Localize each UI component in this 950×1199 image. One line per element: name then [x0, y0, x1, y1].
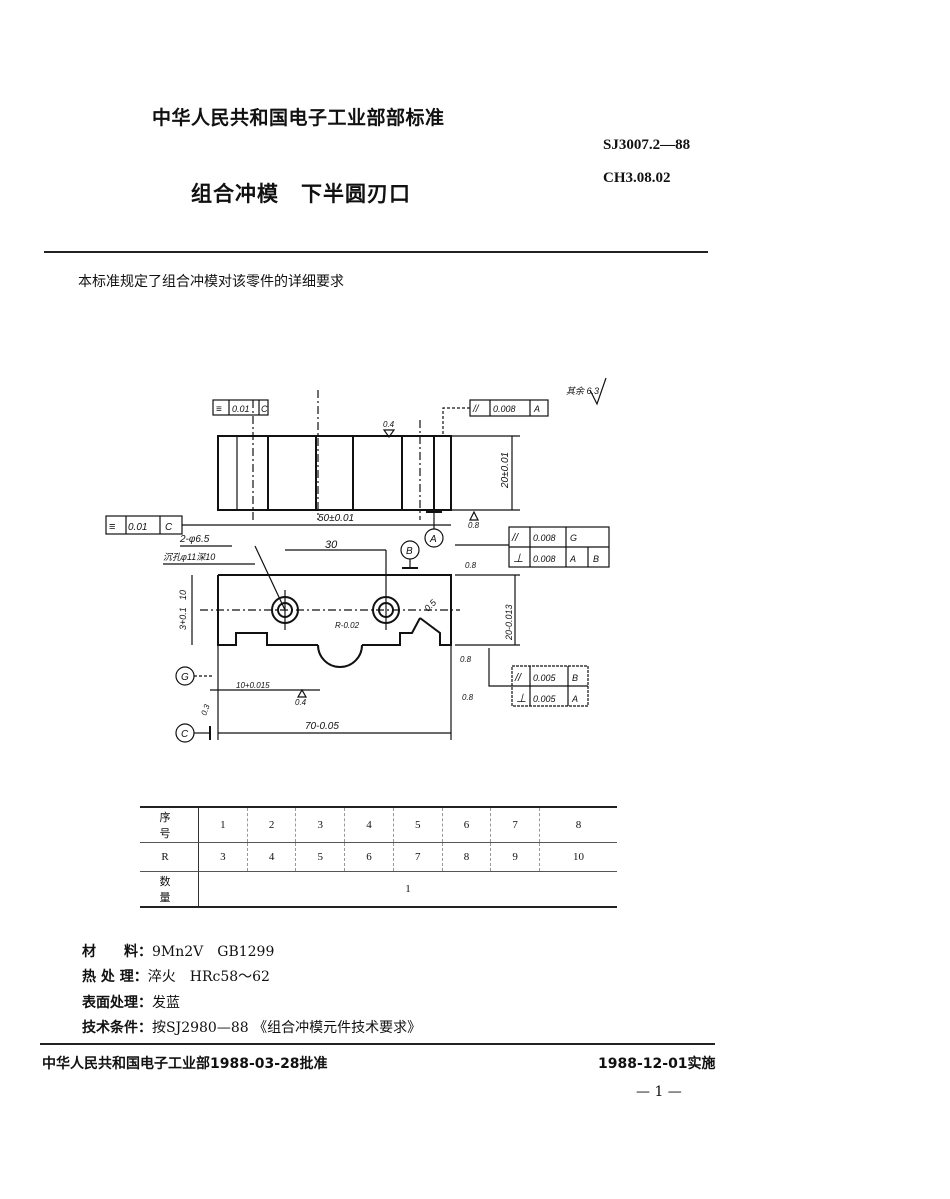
table-cell: 7: [490, 806, 540, 843]
svg-text:C: C: [261, 404, 268, 414]
svg-text://: //: [472, 404, 480, 415]
table-cell: 8: [539, 806, 617, 843]
svg-text:R-0.02: R-0.02: [335, 621, 360, 630]
svg-text:0.008: 0.008: [493, 404, 516, 414]
classification-code: CH3.08.02: [603, 170, 671, 186]
document-title: 组合冲模 下半圆刃口: [191, 182, 411, 206]
svg-text:B: B: [572, 673, 578, 683]
svg-text:0.01: 0.01: [128, 522, 147, 533]
row-header-seq: 序 号: [140, 806, 199, 843]
table-cell: 4: [246, 842, 296, 872]
svg-text:70-0.05: 70-0.05: [305, 721, 339, 732]
table-cell: 1: [198, 806, 248, 843]
row-header-qty: 数 量: [140, 871, 199, 908]
material-label: 材 料：: [82, 944, 152, 960]
svg-text:⊥: ⊥: [516, 691, 526, 705]
intro-text: 本标准规定了组合冲模对该零件的详细要求: [78, 274, 344, 290]
svg-text:0.01: 0.01: [232, 404, 250, 414]
svg-text://: //: [511, 532, 519, 544]
technical-conditions-line: 技术条件：按SJ2980—88 《组合冲模元件技术要求》: [82, 1017, 421, 1037]
table-cell: 9: [490, 842, 540, 872]
top-view: 20±0.01 50±0.01 ≡ 0.01 C // 0.008 A 其余 6…: [212, 377, 607, 526]
table-cell: 6: [344, 842, 394, 872]
table-row-r: R 3 4 5 6 7 8 9 10: [140, 842, 617, 872]
table-cell: 2: [246, 806, 296, 843]
svg-text:0.005: 0.005: [533, 694, 557, 704]
svg-text:3+0.1: 3+0.1: [178, 607, 188, 630]
svg-text:0.008: 0.008: [533, 533, 556, 543]
organization-standard-title: 中华人民共和国电子工业部部标准: [152, 107, 445, 129]
table-row-qty: 数 量 1: [140, 871, 617, 908]
surface-treatment-label: 表面处理：: [82, 995, 152, 1011]
svg-text:10: 10: [178, 590, 188, 600]
svg-text:A: A: [569, 554, 576, 564]
technical-drawing: 20±0.01 50±0.01 ≡ 0.01 C // 0.008 A 其余 6…: [105, 377, 610, 743]
material-value: 9Mn2V GB1299: [152, 944, 275, 960]
svg-text:10+0.015: 10+0.015: [236, 681, 270, 690]
heat-treatment-label: 热 处 理：: [82, 969, 148, 985]
svg-text:30: 30: [325, 539, 338, 551]
material-line: 材 料：9Mn2V GB1299: [82, 941, 274, 961]
roughness-marks: 0.4 0.8 0.8 0.8 0.8 0.4 0.3: [199, 420, 479, 717]
svg-text:≡: ≡: [216, 404, 222, 415]
surface-treatment-value: 发蓝: [152, 995, 180, 1011]
svg-text:A: A: [571, 694, 578, 704]
table-cell: 8: [441, 842, 491, 872]
svg-text:0.8: 0.8: [460, 655, 472, 664]
svg-text:B: B: [593, 554, 599, 564]
svg-text:G: G: [181, 672, 189, 683]
table-cell: 3: [198, 842, 248, 872]
table-cell: 10: [539, 842, 617, 872]
svg-text:20-0.013: 20-0.013: [504, 604, 514, 641]
spec-table: 序 号 1 2 3 4 5 6 7 8 R 3 4 5 6 7 8 9 10 数…: [140, 806, 617, 908]
svg-text:0.3: 0.3: [199, 703, 211, 717]
svg-text:0.008: 0.008: [533, 554, 556, 564]
surface-treatment-line: 表面处理：发蓝: [82, 992, 180, 1012]
svg-text:沉孔φ11深10: 沉孔φ11深10: [163, 552, 215, 562]
page-number: — 1 —: [636, 1084, 682, 1100]
svg-text:其余 6.3: 其余 6.3: [566, 386, 599, 396]
table-cell: 4: [344, 806, 394, 843]
technical-conditions-value: 按SJ2980—88 《组合冲模元件技术要求》: [152, 1020, 422, 1036]
svg-text:2-φ6.5: 2-φ6.5: [179, 534, 210, 545]
footer-divider: [40, 1043, 715, 1045]
svg-text:≡: ≡: [109, 521, 115, 533]
table-cell: 5: [392, 806, 443, 843]
datum-markers: A B C G: [175, 511, 444, 743]
svg-text:0.5: 0.5: [422, 597, 439, 614]
svg-text:⊥: ⊥: [513, 551, 523, 565]
svg-text:0.8: 0.8: [462, 693, 474, 702]
table-cell: 5: [295, 842, 345, 872]
svg-text://: //: [514, 672, 522, 684]
svg-text:A: A: [533, 404, 540, 414]
svg-text:G: G: [570, 533, 577, 543]
svg-text:C: C: [181, 729, 189, 740]
svg-text:0.4: 0.4: [295, 698, 307, 707]
svg-text:50±0.01: 50±0.01: [318, 513, 354, 524]
table-row-seq: 序 号 1 2 3 4 5 6 7 8: [140, 806, 617, 843]
heat-treatment-line: 热 处 理：淬火 HRc58～62: [82, 966, 270, 986]
table-cell: 6: [441, 806, 491, 843]
svg-text:0.4: 0.4: [383, 420, 395, 429]
left-tolerance-frame: ≡ 0.01 C: [105, 515, 218, 535]
svg-text:0.8: 0.8: [465, 561, 477, 570]
svg-text:B: B: [406, 546, 413, 557]
svg-text:A: A: [429, 534, 437, 545]
technical-conditions-label: 技术条件：: [82, 1020, 152, 1036]
svg-text:0.005: 0.005: [533, 673, 557, 683]
table-cell-qty: 1: [198, 871, 617, 908]
table-cell: 3: [295, 806, 345, 843]
right-tolerance-frames: // 0.008 G ⊥ 0.008 A B // 0.005 B ⊥ 0.00…: [455, 526, 610, 707]
row-header-r: R: [140, 842, 199, 872]
effective-date: 1988-12-01实施: [598, 1056, 716, 1072]
header-divider: [44, 251, 708, 253]
heat-treatment-value: 淬火 HRc58～62: [147, 969, 270, 985]
svg-text:20±0.01: 20±0.01: [500, 452, 511, 489]
table-cell: 7: [392, 842, 443, 872]
svg-text:C: C: [165, 522, 173, 533]
approval-text: 中华人民共和国电子工业部1988-03-28批准: [42, 1056, 328, 1072]
standard-code: SJ3007.2—88: [603, 137, 691, 153]
svg-text:0.8: 0.8: [468, 521, 480, 530]
